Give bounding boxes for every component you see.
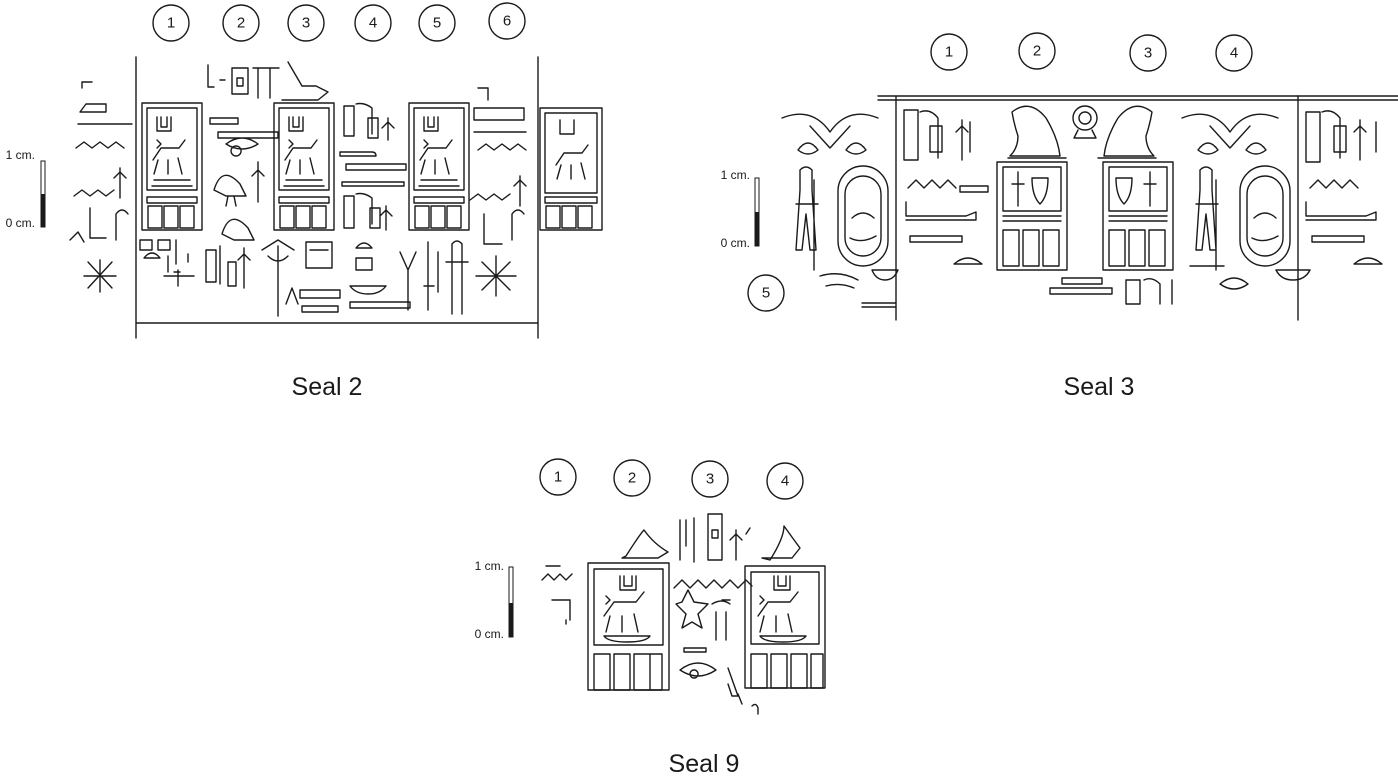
seal-3-drawing: 1 2 3 4 5 1 cm. 0 cm. — [721, 32, 1398, 401]
seal-3-scale-bar: 1 cm. 0 cm. — [721, 168, 760, 250]
seal-3-serekh-2 — [1102, 161, 1174, 271]
seal-3-number-1: 1 — [930, 33, 968, 71]
seal-9-scale-bar: 1 cm. 0 cm. — [475, 559, 514, 641]
svg-text:1 cm.: 1 cm. — [721, 168, 750, 182]
seal-2-number-3: 3 — [287, 4, 325, 42]
svg-text:0 cm.: 0 cm. — [475, 627, 504, 641]
svg-text:0 cm.: 0 cm. — [721, 236, 750, 250]
seal-2-number-6: 6 — [488, 2, 526, 40]
seal-3-cartouche-right — [1189, 165, 1311, 290]
svg-text:6: 6 — [503, 13, 511, 30]
seal-2-frame — [135, 56, 539, 339]
seal-2-serekh-1 — [141, 102, 203, 231]
seal-2-hieroglyphs — [69, 61, 527, 317]
seal-9-number-1: 1 — [539, 458, 577, 496]
svg-text:1: 1 — [554, 469, 562, 486]
seal-9-title: Seal 9 — [669, 750, 740, 778]
seal-9-number-3: 3 — [691, 460, 729, 498]
seal-2-title: Seal 2 — [292, 373, 363, 401]
seal-2-number-2: 2 — [222, 4, 260, 42]
seal-3-number-2: 2 — [1018, 32, 1056, 70]
seal-2-serekh-3 — [408, 102, 470, 231]
svg-text:4: 4 — [369, 15, 377, 32]
svg-text:1: 1 — [945, 44, 953, 61]
seal-9-serekh-2 — [744, 565, 826, 689]
seal-2-number-4: 4 — [354, 4, 392, 42]
svg-text:2: 2 — [628, 470, 636, 487]
seal-3-cartouche-left — [795, 165, 899, 281]
seal-2-drawing: 1 2 3 4 5 6 1 cm. 0 cm. — [6, 2, 603, 401]
svg-text:5: 5 — [762, 285, 770, 302]
seal-2-serekh-2 — [273, 102, 335, 231]
seal-3-frame — [861, 95, 1398, 321]
svg-text:3: 3 — [302, 15, 310, 32]
seal-3-hieroglyphs — [781, 109, 1383, 305]
svg-text:4: 4 — [781, 473, 789, 490]
seal-9-number-4: 4 — [766, 462, 804, 500]
svg-text:3: 3 — [1144, 45, 1152, 62]
svg-text:1 cm.: 1 cm. — [6, 148, 35, 162]
svg-text:1 cm.: 1 cm. — [475, 559, 504, 573]
seal-2-number-1: 1 — [152, 4, 190, 42]
seal-9-hieroglyphs — [541, 513, 801, 715]
svg-text:4: 4 — [1230, 45, 1238, 62]
seal-2-number-5: 5 — [418, 4, 456, 42]
seal-3-number-5: 5 — [747, 274, 785, 312]
svg-text:2: 2 — [237, 15, 245, 32]
svg-text:0 cm.: 0 cm. — [6, 216, 35, 230]
seal-3-number-3: 3 — [1129, 34, 1167, 72]
svg-text:1: 1 — [167, 15, 175, 32]
seal-9-serekh-1 — [587, 562, 670, 691]
seal-3-title: Seal 3 — [1064, 373, 1135, 401]
seal-9-drawing: 1 2 3 4 1 cm. 0 cm. — [475, 458, 826, 778]
svg-text:3: 3 — [706, 471, 714, 488]
seal-9-number-2: 2 — [613, 459, 651, 497]
seal-2-scale-bar: 1 cm. 0 cm. — [6, 148, 46, 230]
svg-text:5: 5 — [433, 15, 441, 32]
seal-2-serekh-partial — [539, 107, 603, 231]
seal-3-falcons — [1007, 105, 1157, 159]
seal-3-serekh-1 — [996, 161, 1068, 271]
seal-3-number-4: 4 — [1215, 34, 1253, 72]
svg-text:2: 2 — [1033, 43, 1041, 60]
